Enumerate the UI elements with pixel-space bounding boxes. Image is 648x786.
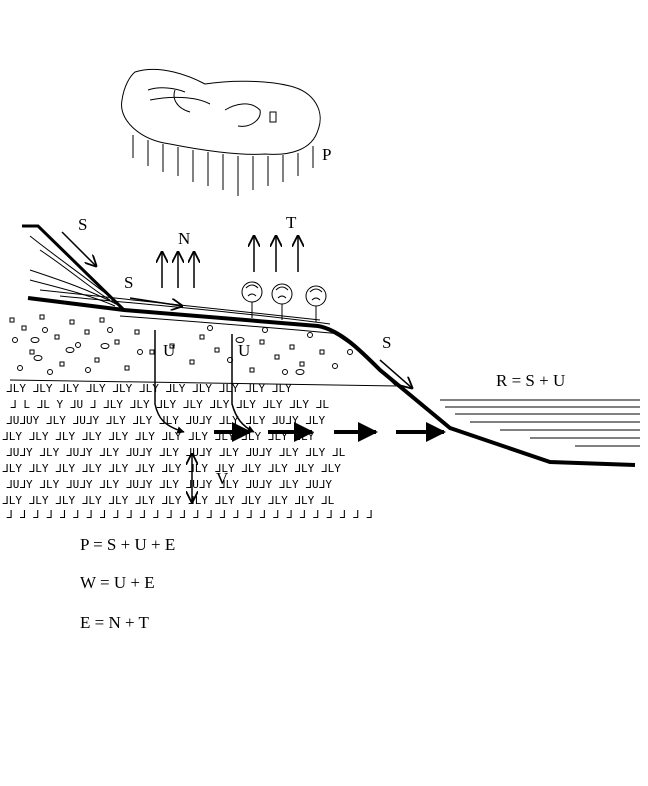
svg-text:ᒧUᒧUY ᒧLY ᒧUᒧY ᒧLY ᒧLY ᒧLY ᒧUᒧ: ᒧUᒧUY ᒧLY ᒧUᒧY ᒧLY ᒧLY ᒧLY ᒧUᒧY ᒧLY ᒧLY … [6,414,326,427]
rain-lines [132,135,314,196]
svg-text:ᒧUᒧY ᒧLY ᒧUᒧY ᒧLY ᒧUᒧY ᒧLY ᒧUᒧ: ᒧUᒧY ᒧLY ᒧUᒧY ᒧLY ᒧUᒧY ᒧLY ᒧUᒧY ᒧLY ᒧUᒧY… [6,446,346,459]
subsurface-label-right: U [238,341,250,360]
topsoil-gravel-layer [9,314,401,387]
runoff-equation: R = S + U [496,371,565,390]
deep-percolation-label: V [216,469,229,488]
soil-bedrock-pattern: ᒧLY ᒧLY ᒧLY ᒧLY ᒧLY ᒧLY ᒧLY ᒧLY ᒧLY ᒧLY … [2,382,373,521]
rain-cloud-icon [121,68,321,196]
svg-text:ᒧ L ᒧL Y ᒧU ᒧ ᒧLY ᒧLY ᒧLY ᒧLY: ᒧ L ᒧL Y ᒧU ᒧ ᒧLY ᒧLY ᒧLY ᒧLY ᒧLY ᒧLY ᒧL… [10,398,329,411]
surface-runoff-label-mid: S [124,273,133,292]
surface-runoff-arrows [61,231,412,388]
transpiration-label: T [286,213,297,232]
svg-text:ᒧUᒧY ᒧLY ᒧUᒧY ᒧLY ᒧUᒧY ᒧLY ᒧUᒧ: ᒧUᒧY ᒧLY ᒧUᒧY ᒧLY ᒧUᒧY ᒧLY ᒧUᒧY ᒧLY ᒧUᒧY… [6,478,332,491]
transpiration-arrows [254,236,298,272]
evaporation-label: N [178,229,190,248]
svg-text:ᒧ ᒧ ᒧ ᒧ ᒧ ᒧ ᒧ ᒧ ᒧ ᒧ ᒧ ᒧ ᒧ ᒧ ᒧ: ᒧ ᒧ ᒧ ᒧ ᒧ ᒧ ᒧ ᒧ ᒧ ᒧ ᒧ ᒧ ᒧ ᒧ ᒧ ᒧ ᒧ ᒧ ᒧ ᒧ … [6,508,373,521]
water-balance-equation-3: E = N + T [80,613,150,632]
surface-runoff-label-top: S [78,215,87,234]
svg-text:ᒧLY ᒧLY ᒧLY ᒧLY ᒧLY ᒧLY ᒧLY ᒧL: ᒧLY ᒧLY ᒧLY ᒧLY ᒧLY ᒧLY ᒧLY ᒧLY ᒧLY ᒧLY … [2,430,315,443]
svg-text:ᒧLY ᒧLY ᒧLY ᒧLY ᒧLY ᒧLY ᒧLY ᒧL: ᒧLY ᒧLY ᒧLY ᒧLY ᒧLY ᒧLY ᒧLY ᒧLY ᒧLY ᒧLY … [2,462,341,475]
water-balance-equation-2: W = U + E [80,573,155,592]
svg-text:ᒧLY ᒧLY ᒧLY ᒧLY ᒧLY ᒧLY ᒧLY ᒧL: ᒧLY ᒧLY ᒧLY ᒧLY ᒧLY ᒧLY ᒧLY ᒧLY ᒧLY ᒧLY … [6,382,292,395]
tree-icon [241,281,327,322]
river-water-lines [440,399,640,447]
subsurface-flow-arrows [154,330,446,442]
svg-text:ᒧLY ᒧLY ᒧLY ᒧLY ᒧLY ᒧLY ᒧLY ᒧL: ᒧLY ᒧLY ᒧLY ᒧLY ᒧLY ᒧLY ᒧLY ᒧLY ᒧLY ᒧLY … [2,494,335,507]
subsurface-label-left: U [163,341,175,360]
precipitation-label: P [322,145,331,164]
evaporation-arrows [162,252,194,288]
water-balance-equation-1: P = S + U + E [80,535,175,554]
surface-runoff-label-right: S [382,333,391,352]
